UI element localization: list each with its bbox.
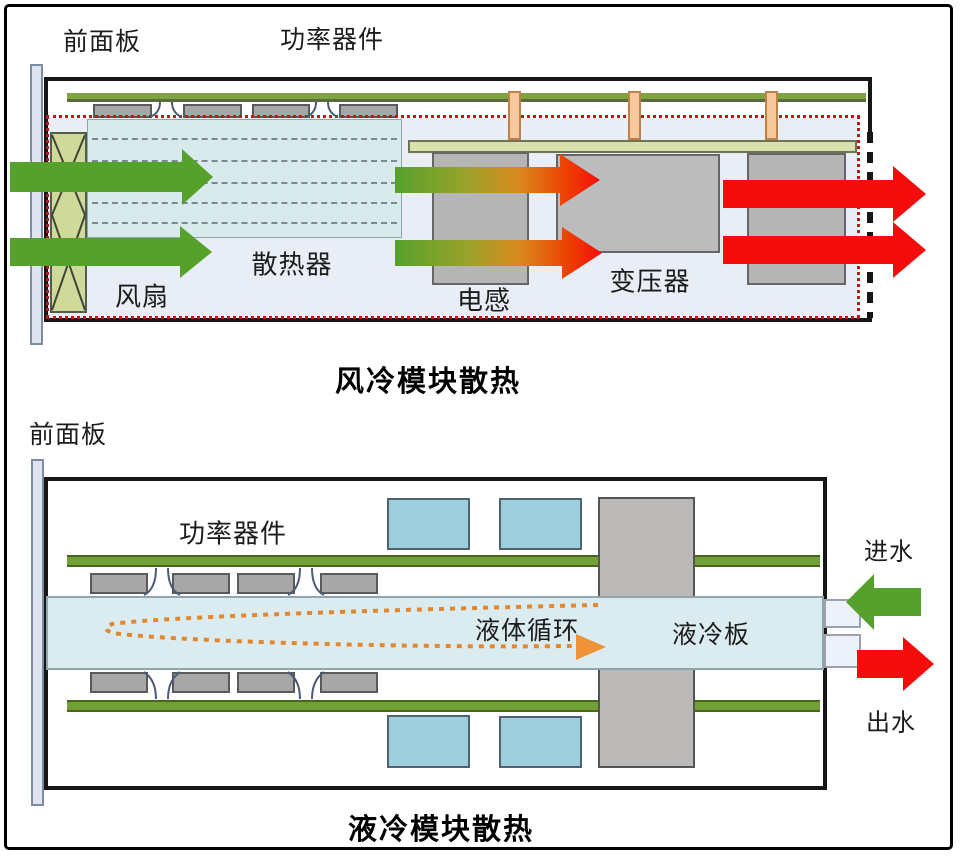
heatsink-label: 散热器 xyxy=(251,249,333,280)
cold-plate-label: 液冷板 xyxy=(671,621,751,649)
power-devices-label-bottom: 功率器件 xyxy=(178,518,288,549)
power-devices-label-top: 功率器件 xyxy=(279,26,385,54)
enclosure-vent-dashes xyxy=(867,132,873,318)
power-device-chip xyxy=(320,573,378,594)
power-device-chip xyxy=(90,573,148,594)
component-block-blue xyxy=(387,498,470,550)
power-device-chip xyxy=(90,672,148,693)
water-inlet-label: 进水 xyxy=(864,538,914,566)
component-block-blue xyxy=(499,498,582,550)
inductor-label: 电感 xyxy=(456,285,512,316)
front-panel-bar-bottom xyxy=(31,459,44,806)
baseplate-bar xyxy=(408,140,857,153)
heatsink-fin-line xyxy=(92,202,397,204)
pcb-board-top xyxy=(67,93,866,102)
heatsink-fin-line xyxy=(92,138,397,140)
liquid-circulation-label: 液体循环 xyxy=(474,617,580,645)
fan-label: 风扇 xyxy=(114,281,170,312)
water-outlet-port xyxy=(824,634,861,668)
liquid-cooled-title: 液冷模块散热 xyxy=(347,814,535,846)
power-device-chip xyxy=(237,573,295,594)
standoff-post xyxy=(765,91,778,140)
pcb-board-upper xyxy=(67,555,820,567)
component-block-blue xyxy=(387,715,470,768)
power-device-chip xyxy=(172,672,230,693)
front-panel-bar-top xyxy=(30,64,43,345)
air-cooled-title: 风冷模块散热 xyxy=(334,366,522,398)
water-inlet-port xyxy=(824,599,861,628)
heatsink-fin-line xyxy=(92,222,397,224)
heatsink-fin-line xyxy=(92,160,397,162)
power-device-chip xyxy=(172,573,230,594)
standoff-post xyxy=(628,91,641,140)
pcb-board-lower xyxy=(67,700,820,712)
transformer-label: 变压器 xyxy=(609,266,691,297)
figure-border xyxy=(4,4,953,850)
front-panel-label-bottom: 前面板 xyxy=(28,421,108,449)
power-device-chip xyxy=(320,672,378,693)
water-outlet-label: 出水 xyxy=(866,709,916,737)
component-block-blue xyxy=(499,716,582,768)
standoff-post xyxy=(508,91,521,140)
power-device-chip xyxy=(237,672,295,693)
heatsink-fin-line xyxy=(92,182,397,184)
front-panel-label-top: 前面板 xyxy=(62,28,142,56)
